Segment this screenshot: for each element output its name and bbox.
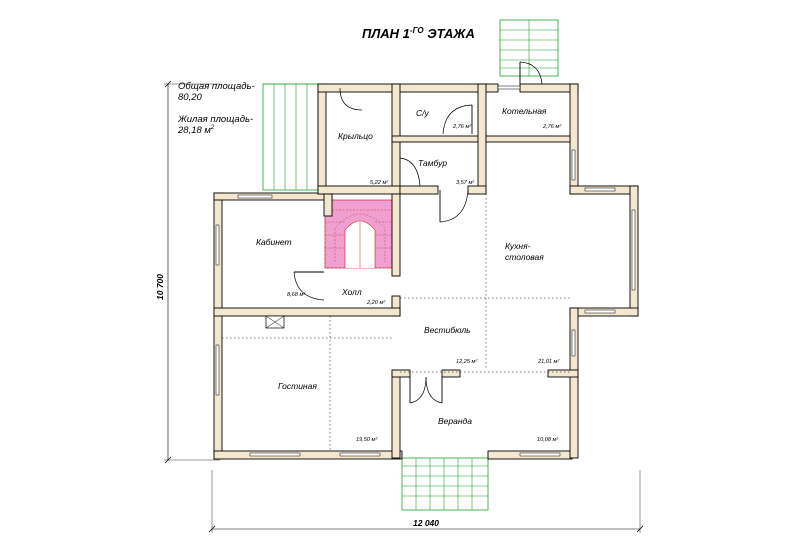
room-veranda-label: Веранда (438, 416, 472, 426)
boiler-steps (499, 19, 559, 77)
living-area-value: 28,18 м2 (177, 125, 215, 136)
room-hall-area: 2,20 м² (366, 300, 386, 306)
room-kitchen-area: 21,01 м² (537, 359, 560, 365)
width-dimension-label: 12 040 (413, 518, 439, 528)
walls (213, 83, 639, 460)
doors (293, 61, 543, 404)
room-labels: Крыльцо 5,22 м² С/у 2,76 м² Котельная 2,… (256, 106, 562, 443)
room-boiler-label: Котельная (502, 106, 547, 116)
room-tambour-area: 3,57 м² (456, 180, 475, 186)
room-wc-label: С/у (416, 108, 430, 118)
veranda-steps (401, 457, 489, 511)
room-kitchen-label-1: Кухня- (505, 241, 531, 251)
height-dimension: 10 700 (155, 80, 220, 464)
room-foyer-label: Вестибюль (424, 325, 471, 335)
total-area-label: Общая площадь- (178, 81, 255, 92)
fireplace-icon (265, 315, 285, 329)
windows (215, 85, 636, 457)
total-area-value: 80,20 (178, 92, 202, 103)
room-porch-area: 5,22 м² (370, 180, 389, 186)
room-study-label: Кабинет (256, 237, 292, 247)
room-study-area: 8,68 м² (287, 292, 306, 298)
room-kitchen-label-2: столовая (505, 252, 544, 262)
area-summary: Общая площадь- 80,20 Жилая площадь- 28,1… (177, 81, 255, 136)
plan-title: ПЛАН 1-ГО ЭТАЖА (362, 26, 475, 41)
room-living-area: 19,50 м² (356, 437, 378, 443)
width-dimension: 12 040 (208, 470, 644, 533)
beam-lines (222, 194, 570, 451)
living-area-label: Жилая площадь- (177, 114, 253, 125)
room-tambour-label: Тамбур (418, 158, 447, 168)
height-dimension-label: 10 700 (155, 274, 165, 300)
room-boiler-area: 2,76 м² (542, 124, 562, 130)
room-hall-label: Холл (341, 287, 362, 297)
room-porch-label: Крыльцо (338, 131, 373, 141)
staircase (324, 199, 396, 269)
room-wc-area: 2,76 м² (452, 124, 472, 130)
room-living-label: Гостиная (278, 381, 317, 391)
room-foyer-area: 12,25 м² (456, 359, 478, 365)
room-veranda-area: 10,08 м² (537, 437, 559, 443)
